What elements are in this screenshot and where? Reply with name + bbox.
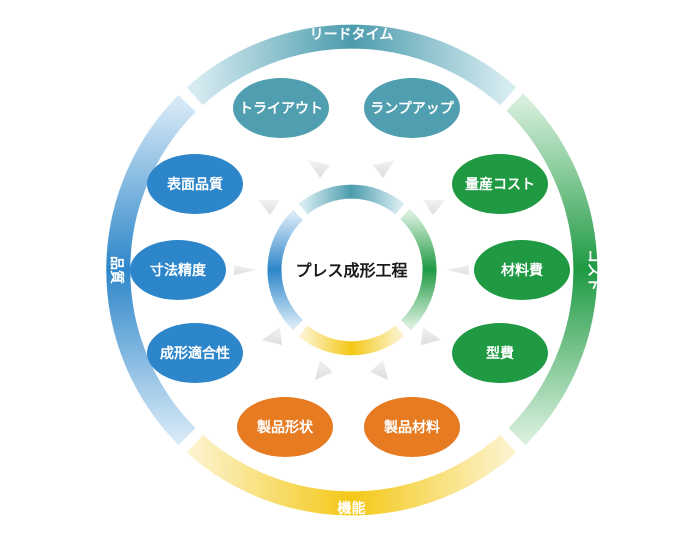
node-label: 寸法精度 bbox=[150, 262, 207, 279]
node-shape bbox=[233, 78, 329, 138]
node-shape bbox=[474, 240, 570, 300]
ring-label-quality: 品質 bbox=[108, 256, 125, 284]
node-label: ランプアップ bbox=[370, 101, 455, 117]
node-tryout: トライアウト bbox=[233, 78, 329, 138]
node-product-shape: 製品形状 bbox=[237, 397, 333, 457]
node-label: トライアウト bbox=[239, 101, 323, 117]
inner-segment-quality bbox=[267, 209, 304, 331]
node-formability: 成形適合性 bbox=[147, 323, 243, 383]
triangle-bottom-left bbox=[315, 360, 333, 380]
node-shape bbox=[364, 78, 460, 138]
node-shape bbox=[452, 154, 548, 214]
inner-segment-lead-time bbox=[298, 184, 405, 215]
node-label: 製品材料 bbox=[383, 419, 440, 436]
node-label: 材料費 bbox=[501, 262, 543, 279]
ring-label-cost: コスト bbox=[585, 249, 601, 291]
inner-segment-function bbox=[298, 325, 405, 356]
inner-ring bbox=[267, 184, 437, 356]
inner-segment-cost bbox=[400, 208, 437, 331]
node-shape bbox=[147, 154, 243, 214]
node-die-cost: 型費 bbox=[452, 323, 548, 383]
node-surface-quality: 表面品質 bbox=[147, 154, 243, 214]
node-label: 型費 bbox=[486, 345, 514, 362]
node-material-cost: 材料費 bbox=[474, 240, 570, 300]
node-shape bbox=[147, 323, 243, 383]
node-label: 製品形状 bbox=[256, 419, 314, 436]
center-label: プレス成形工程 bbox=[295, 261, 407, 280]
node-shape bbox=[452, 323, 548, 383]
node-dimensional-accuracy: 寸法精度 bbox=[130, 240, 226, 300]
ring-segment-lead-time bbox=[186, 24, 517, 106]
node-label: 表面品質 bbox=[166, 176, 223, 193]
triangle-left-upper bbox=[258, 200, 280, 215]
triangle-top-right bbox=[373, 160, 395, 178]
triangle-bottom-right bbox=[370, 360, 388, 380]
arrow-triangles bbox=[234, 160, 469, 380]
node-shape bbox=[237, 397, 333, 457]
ring-segment-function bbox=[186, 434, 517, 516]
triangle-right-mid bbox=[447, 265, 469, 275]
ring-label-function: 機能 bbox=[338, 500, 366, 517]
node-label: 成形適合性 bbox=[160, 345, 230, 362]
triangle-left-mid bbox=[234, 265, 256, 275]
triangle-left-lower bbox=[262, 327, 282, 345]
ring-segment-quality bbox=[106, 95, 196, 445]
triangle-right-upper bbox=[423, 200, 445, 215]
node-product-material: 製品材料 bbox=[364, 397, 460, 457]
node-shape bbox=[130, 240, 226, 300]
triangle-top-left bbox=[308, 160, 330, 178]
ring-segment-cost bbox=[506, 93, 598, 445]
node-rampup: ランプアップ bbox=[364, 78, 460, 138]
node-label: 量産コスト bbox=[465, 176, 535, 193]
outer-ring bbox=[106, 24, 598, 516]
triangle-right-lower bbox=[421, 327, 441, 345]
node-shape bbox=[364, 397, 460, 457]
node-mass-production-cost: 量産コスト bbox=[452, 154, 548, 214]
ring-label-lead-time: リードタイム bbox=[310, 27, 394, 43]
